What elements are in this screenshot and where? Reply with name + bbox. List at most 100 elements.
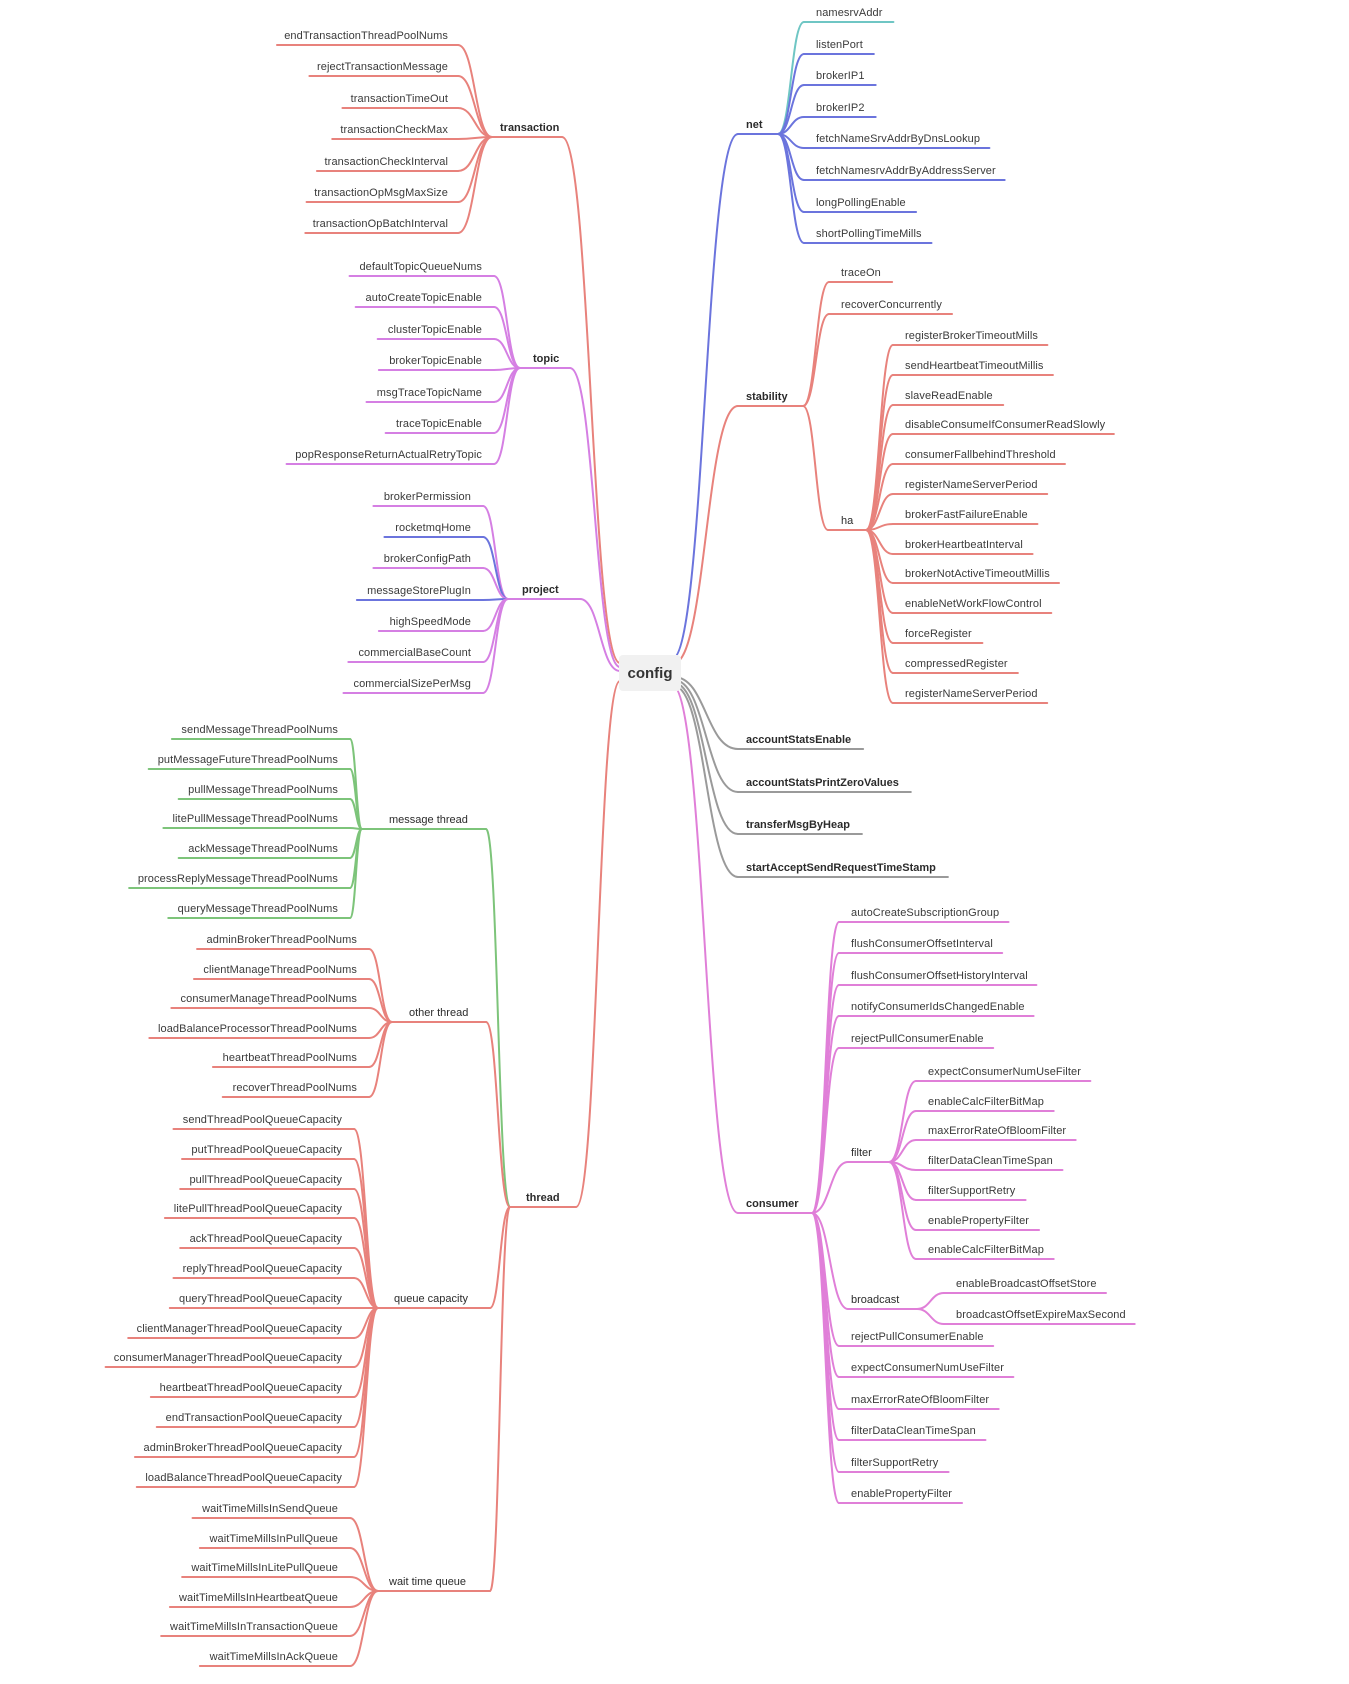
misc-item[interactable]: startAcceptSendRequestTimeStamp bbox=[746, 862, 936, 874]
leaf-node[interactable]: consumerManageThreadPoolNums bbox=[180, 993, 357, 1005]
leaf-node[interactable]: clientManageThreadPoolNums bbox=[203, 964, 357, 976]
subbranch-broadcast[interactable]: broadcast bbox=[851, 1294, 900, 1306]
leaf-node[interactable]: brokerTopicEnable bbox=[389, 355, 482, 367]
leaf-node[interactable]: clusterTopicEnable bbox=[387, 324, 482, 336]
leaf-node[interactable]: recoverThreadPoolNums bbox=[232, 1082, 357, 1094]
leaf-node[interactable]: filterDataCleanTimeSpan bbox=[851, 1425, 976, 1437]
leaf-node[interactable]: loadBalanceProcessorThreadPoolNums bbox=[157, 1023, 357, 1035]
leaf-node[interactable]: filterSupportRetry bbox=[928, 1185, 1016, 1197]
leaf-node[interactable]: waitTimeMillsInPullQueue bbox=[209, 1533, 338, 1545]
leaf-node[interactable]: endTransactionPoolQueueCapacity bbox=[165, 1412, 342, 1424]
misc-item[interactable]: accountStatsPrintZeroValues bbox=[746, 777, 899, 789]
leaf-node[interactable]: messageStorePlugIn bbox=[367, 585, 471, 597]
leaf-node[interactable]: brokerNotActiveTimeoutMillis bbox=[905, 568, 1050, 580]
leaf-node[interactable]: brokerIP2 bbox=[816, 102, 865, 114]
misc-item[interactable]: transferMsgByHeap bbox=[746, 819, 850, 831]
leaf-node[interactable]: maxErrorRateOfBloomFilter bbox=[928, 1125, 1067, 1137]
branch-stability[interactable]: stability bbox=[746, 391, 788, 403]
leaf-node[interactable]: putMessageFutureThreadPoolNums bbox=[157, 754, 338, 766]
leaf-node[interactable]: replyThreadPoolQueueCapacity bbox=[182, 1263, 342, 1275]
leaf-node[interactable]: brokerFastFailureEnable bbox=[905, 509, 1028, 521]
subbranch-wait-time-queue[interactable]: wait time queue bbox=[389, 1576, 467, 1588]
branch-topic[interactable]: topic bbox=[533, 353, 560, 365]
leaf-node[interactable]: listenPort bbox=[816, 39, 863, 51]
leaf-node[interactable]: waitTimeMillsInAckQueue bbox=[209, 1651, 338, 1663]
leaf-node[interactable]: namesrvAddr bbox=[816, 7, 883, 19]
leaf-node[interactable]: ackThreadPoolQueueCapacity bbox=[189, 1233, 342, 1245]
leaf-node[interactable]: sendThreadPoolQueueCapacity bbox=[182, 1114, 342, 1126]
leaf-node[interactable]: enablePropertyFilter bbox=[928, 1215, 1030, 1227]
leaf-node[interactable]: disableConsumeIfConsumerReadSlowly bbox=[905, 419, 1106, 431]
leaf-node[interactable]: enableBroadcastOffsetStore bbox=[956, 1278, 1097, 1290]
leaf-node[interactable]: compressedRegister bbox=[905, 658, 1008, 670]
leaf-node[interactable]: enableCalcFilterBitMap bbox=[928, 1096, 1044, 1108]
leaf-node[interactable]: popResponseReturnActualRetryTopic bbox=[295, 449, 482, 461]
subbranch-message-thread[interactable]: message thread bbox=[389, 814, 468, 826]
branch-transaction[interactable]: transaction bbox=[500, 122, 560, 134]
leaf-node[interactable]: litePullThreadPoolQueueCapacity bbox=[173, 1203, 342, 1215]
subbranch-queue-capacity[interactable]: queue capacity bbox=[394, 1293, 468, 1305]
leaf-node[interactable]: commercialBaseCount bbox=[358, 647, 471, 659]
leaf-node[interactable]: consumerFallbehindThreshold bbox=[905, 449, 1056, 461]
leaf-node[interactable]: rejectPullConsumerEnable bbox=[851, 1033, 984, 1045]
leaf-node[interactable]: slaveReadEnable bbox=[905, 390, 993, 402]
leaf-node[interactable]: flushConsumerOffsetInterval bbox=[851, 938, 993, 950]
leaf-node[interactable]: pullThreadPoolQueueCapacity bbox=[189, 1174, 342, 1186]
leaf-node[interactable]: defaultTopicQueueNums bbox=[359, 261, 482, 273]
leaf-node[interactable]: brokerHeartbeatInterval bbox=[905, 539, 1023, 551]
leaf-node[interactable]: broadcastOffsetExpireMaxSecond bbox=[956, 1309, 1126, 1321]
leaf-node[interactable]: autoCreateTopicEnable bbox=[365, 292, 482, 304]
leaf-node[interactable]: adminBrokerThreadPoolNums bbox=[206, 934, 357, 946]
leaf-node[interactable]: brokerIP1 bbox=[816, 70, 865, 82]
leaf-node[interactable]: waitTimeMillsInSendQueue bbox=[202, 1503, 338, 1515]
branch-project[interactable]: project bbox=[522, 584, 559, 596]
leaf-node[interactable]: longPollingEnable bbox=[816, 197, 906, 209]
leaf-node[interactable]: transactionCheckMax bbox=[340, 124, 448, 136]
branch-net[interactable]: net bbox=[746, 119, 763, 131]
leaf-node[interactable]: maxErrorRateOfBloomFilter bbox=[851, 1394, 990, 1406]
leaf-node[interactable]: flushConsumerOffsetHistoryInterval bbox=[851, 970, 1028, 982]
leaf-node[interactable]: rejectPullConsumerEnable bbox=[851, 1331, 984, 1343]
leaf-node[interactable]: heartbeatThreadPoolQueueCapacity bbox=[159, 1382, 342, 1394]
leaf-node[interactable]: adminBrokerThreadPoolQueueCapacity bbox=[143, 1442, 342, 1454]
leaf-node[interactable]: waitTimeMillsInHeartbeatQueue bbox=[179, 1592, 338, 1604]
root-node-config[interactable]: config bbox=[619, 655, 681, 691]
leaf-node[interactable]: filterSupportRetry bbox=[851, 1457, 939, 1469]
leaf-node[interactable]: notifyConsumerIdsChangedEnable bbox=[851, 1001, 1025, 1013]
leaf-node[interactable]: expectConsumerNumUseFilter bbox=[851, 1362, 1004, 1374]
leaf-node[interactable]: enableNetWorkFlowControl bbox=[905, 598, 1042, 610]
leaf-node[interactable]: rejectTransactionMessage bbox=[317, 61, 448, 73]
leaf-node[interactable]: queryMessageThreadPoolNums bbox=[177, 903, 338, 915]
leaf-node[interactable]: expectConsumerNumUseFilter bbox=[928, 1066, 1081, 1078]
leaf-node[interactable]: rocketmqHome bbox=[395, 522, 471, 534]
leaf-node[interactable]: waitTimeMillsInLitePullQueue bbox=[191, 1562, 338, 1574]
leaf-node[interactable]: transactionOpMsgMaxSize bbox=[314, 187, 448, 199]
leaf-node[interactable]: filterDataCleanTimeSpan bbox=[928, 1155, 1053, 1167]
leaf-node[interactable]: fetchNamesrvAddrByAddressServer bbox=[816, 165, 996, 177]
subbranch-filter[interactable]: filter bbox=[851, 1147, 872, 1159]
leaf-node[interactable]: sendHeartbeatTimeoutMillis bbox=[905, 360, 1044, 372]
branch-consumer[interactable]: consumer bbox=[746, 1198, 799, 1210]
leaf-node[interactable]: recoverConcurrently bbox=[841, 299, 942, 311]
leaf-node[interactable]: transactionTimeOut bbox=[350, 93, 448, 105]
leaf-node[interactable]: transactionCheckInterval bbox=[324, 156, 448, 168]
leaf-node[interactable]: brokerConfigPath bbox=[383, 553, 471, 565]
leaf-node[interactable]: queryThreadPoolQueueCapacity bbox=[178, 1293, 342, 1305]
leaf-node[interactable]: commercialSizePerMsg bbox=[353, 678, 471, 690]
leaf-node[interactable]: traceTopicEnable bbox=[396, 418, 482, 430]
misc-item[interactable]: accountStatsEnable bbox=[746, 734, 852, 746]
leaf-node[interactable]: loadBalanceThreadPoolQueueCapacity bbox=[145, 1472, 342, 1484]
leaf-node[interactable]: transactionOpBatchInterval bbox=[312, 218, 448, 230]
leaf-node[interactable]: registerNameServerPeriod bbox=[905, 688, 1038, 700]
leaf-node[interactable]: msgTraceTopicName bbox=[376, 387, 482, 399]
leaf-node[interactable]: waitTimeMillsInTransactionQueue bbox=[170, 1621, 338, 1633]
leaf-node[interactable]: registerBrokerTimeoutMills bbox=[905, 330, 1038, 342]
leaf-node[interactable]: clientManagerThreadPoolQueueCapacity bbox=[136, 1323, 342, 1335]
leaf-node[interactable]: sendMessageThreadPoolNums bbox=[181, 724, 338, 736]
subbranch-ha[interactable]: ha bbox=[841, 515, 854, 527]
leaf-node[interactable]: enablePropertyFilter bbox=[851, 1488, 953, 1500]
leaf-node[interactable]: traceOn bbox=[841, 267, 881, 279]
leaf-node[interactable]: processReplyMessageThreadPoolNums bbox=[137, 873, 338, 885]
leaf-node[interactable]: pullMessageThreadPoolNums bbox=[188, 784, 338, 796]
leaf-node[interactable]: endTransactionThreadPoolNums bbox=[284, 30, 448, 42]
